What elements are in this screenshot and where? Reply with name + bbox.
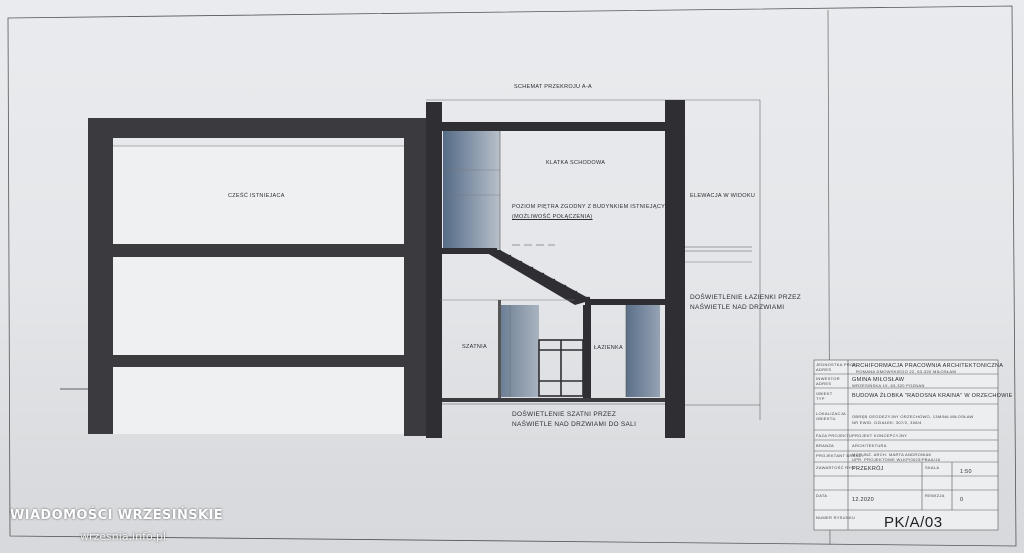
room-label-existing: CZEŚĆ ISTNIEJACA [228,193,285,199]
tb-investor-address: WRZESIŃSKA 19, 63-320 POZNAN [852,383,925,388]
tb-object-name: BUDOWA ŻŁOBKA "RADOSNA KRAINA" W ORZECHO… [852,393,1013,399]
title-block [813,359,999,531]
tb-label-scale: SKALA [925,465,940,470]
tb-label-investor: INWESTOR [816,376,840,381]
tb-label-revision: REWIZJA [925,493,945,498]
tb-label-phase: FAZA PROJEKTU [816,433,853,438]
tb-label-date: DATA [816,493,828,498]
section-title: SCHEMAT PRZEKROJU A-A [514,84,592,90]
elevation-note: ELEWACJA W WIDOKU [690,193,756,199]
cloak-light-note-2: NAŚWIETLE NAD DRZWIAMI DO SALI [512,421,637,428]
level-note-1: POZIOM PIĘTRA ZGODNY Z BUDYNKIEM ISTNIEJ… [512,204,670,210]
existing-building [88,118,430,436]
tb-architect-license: UPR. PROJEKTOWE WLKP/0023/PBAA/16 [852,457,941,462]
tb-label-discipline: BRANŻA [816,443,835,448]
tb-revision: 0 [960,497,964,503]
tb-investor-name: GMINA MIŁOSŁAW [852,377,905,383]
tb-label-designer: JEDNOSTKA PROJ. [816,362,858,367]
level-note-2: (MOŻLIWOŚĆ POŁĄCZENIA) [512,214,593,220]
room-label-stairwell: KLATKA SCHODOWA [546,160,606,166]
tb-label-location-2: OBIEKTU [816,416,836,421]
tb-date: 12.2020 [852,497,874,503]
tb-scale: 1:50 [960,469,972,475]
watermark-brand: WIADOMOŚCI WRZESIŃSKIE [10,508,224,523]
room-label-cloakroom: SZATNIA [462,344,487,350]
tb-label-investor-address: ADRES [816,381,832,386]
cloak-light-note-1: DOŚWIETLENIE SZATNI PRZEZ [512,411,617,418]
sheet-frame [7,5,1017,547]
tb-label-object: OBIEKT [816,391,833,396]
bathroom-light-note-1: DOŚWIETLENIE ŁAZIENKI PRZEZ [690,294,802,301]
tb-label-content: ZAWARTOŚĆ RYS. [816,465,856,470]
tb-designer-address: ROMANA DMOWSKIEGO 22, 63-320 MIŁOSŁAW [856,369,957,374]
tb-label-number: NUMER RYSUNKU [816,515,856,520]
new-building [426,99,761,438]
tb-phase: PROJEKT KONCEPCYJNY [852,433,908,438]
bathroom-light-note-2: NAŚWIETLE NAD DRZWIAMI [690,304,785,311]
tb-label-designer-address: ADRES [816,367,832,372]
tb-location-1: OBRĘB GEODEZYJNY ORZECHOWO, 13MINA MIŁOS… [852,414,974,419]
tb-label-location: LOKALIZACJA [816,411,846,416]
tb-discipline: ARCHITEKTURA [852,443,887,448]
tb-label-architect: PROJEKTANT BRANŻY [816,453,865,458]
tb-designer-name: ARCHIFORMACJA PRACOWNIA ARCHITEKTONICZNA [852,363,1004,369]
tb-location-2: NR EWID. DZIAŁEK: 307/2, 308/4 [852,420,922,425]
watermark-url: wrzesnia.info.pl [80,530,167,543]
room-label-bathroom: ŁAZIENKA [594,345,623,351]
tb-architect: MGR INŻ. ARCH. MARTA ANDRONIAK [852,452,932,457]
tb-content: PRZEKRÓJ [852,466,884,472]
tb-label-object-type: TYP [816,396,825,401]
tb-drawing-number: PK/A/03 [884,514,943,531]
